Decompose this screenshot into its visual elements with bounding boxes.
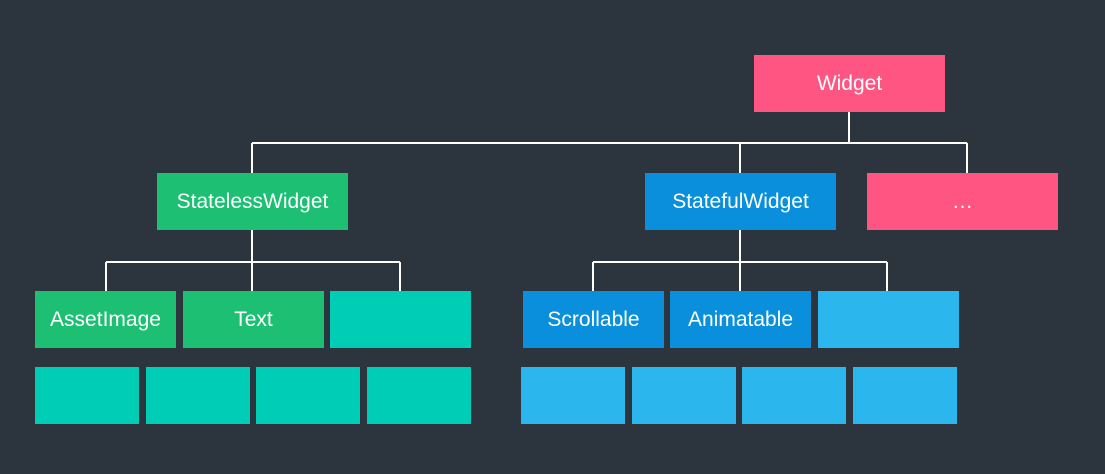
stateless-leaf-blank <box>146 367 250 424</box>
stateless-leaf-blank <box>256 367 360 424</box>
node-stateless-widget: StatelessWidget <box>157 173 348 230</box>
node-label: StatelessWidget <box>176 189 329 213</box>
stateful-leaf-blank <box>853 367 957 424</box>
node-widget: Widget <box>754 55 945 112</box>
node-stateless-child-blank <box>330 291 471 348</box>
node-animatable: Animatable <box>670 291 811 348</box>
stateful-leaf-blank <box>632 367 736 424</box>
node-label: Widget <box>816 71 883 95</box>
stateless-leaf-blank <box>35 367 139 424</box>
node-scrollable: Scrollable <box>523 291 664 348</box>
node-label: … <box>952 189 973 213</box>
node-label: Text <box>234 307 273 331</box>
node-label: Animatable <box>687 307 794 331</box>
node-stateful-child-blank <box>818 291 959 348</box>
stateful-leaf-blank <box>742 367 846 424</box>
stateless-leaf-blank <box>367 367 471 424</box>
node-label: StatefulWidget <box>672 189 809 213</box>
node-asset-image: AssetImage <box>35 291 176 348</box>
node-more: … <box>867 173 1058 230</box>
node-text: Text <box>183 291 324 348</box>
node-label: AssetImage <box>50 307 161 331</box>
stateful-leaf-blank <box>521 367 625 424</box>
node-stateful-widget: StatefulWidget <box>645 173 836 230</box>
node-label: Scrollable <box>547 307 640 331</box>
